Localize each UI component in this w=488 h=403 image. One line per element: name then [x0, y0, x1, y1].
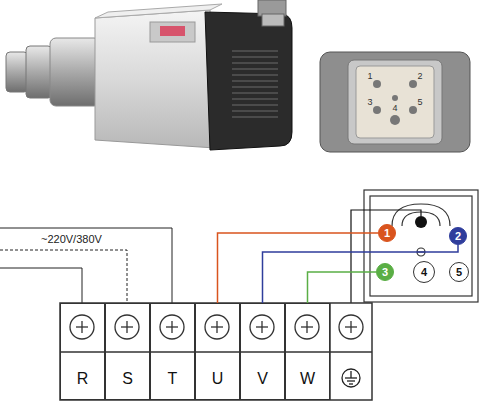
- pin-circle: 3: [376, 263, 394, 281]
- terminal-label: W: [300, 370, 315, 388]
- pin-circle: 1: [378, 224, 396, 242]
- pin-number: 5: [417, 97, 422, 107]
- pin-circle: 2: [449, 227, 467, 245]
- terminal: V: [240, 303, 285, 400]
- wire: [308, 272, 377, 303]
- terminal-label: U: [212, 370, 224, 388]
- terminal: S: [105, 303, 150, 400]
- pin-number: 2: [417, 71, 422, 81]
- pin-number: 4: [392, 103, 397, 113]
- pin-number: 1: [367, 71, 372, 81]
- connector-housing: [364, 190, 478, 302]
- wire: [263, 245, 459, 303]
- wire: [218, 233, 379, 303]
- connector-photo: [320, 52, 470, 152]
- pin-number: 2: [455, 230, 461, 242]
- terminal: R: [60, 303, 105, 400]
- terminal-label: R: [77, 370, 89, 388]
- pin-number: 5: [456, 266, 462, 278]
- spindle-motor: [6, 0, 292, 150]
- terminal: T: [150, 303, 195, 400]
- ground-wire: [351, 210, 421, 303]
- terminal: W: [285, 303, 330, 400]
- pin-number: 3: [367, 97, 372, 107]
- terminal: U: [195, 303, 240, 400]
- pin-number: 1: [384, 227, 390, 239]
- power-wires: [0, 228, 172, 303]
- pin-number: 4: [421, 266, 427, 278]
- pin-number: 3: [382, 266, 388, 278]
- terminal-block: [60, 303, 372, 400]
- terminal-label: T: [168, 370, 178, 388]
- voltage-label: ~220V/380V: [40, 233, 103, 245]
- ground-pin: [415, 216, 427, 228]
- terminal-label: S: [122, 370, 133, 388]
- terminal-label: V: [257, 370, 268, 388]
- pin-circle: 4: [413, 261, 435, 283]
- pin-circle: 5: [449, 262, 469, 282]
